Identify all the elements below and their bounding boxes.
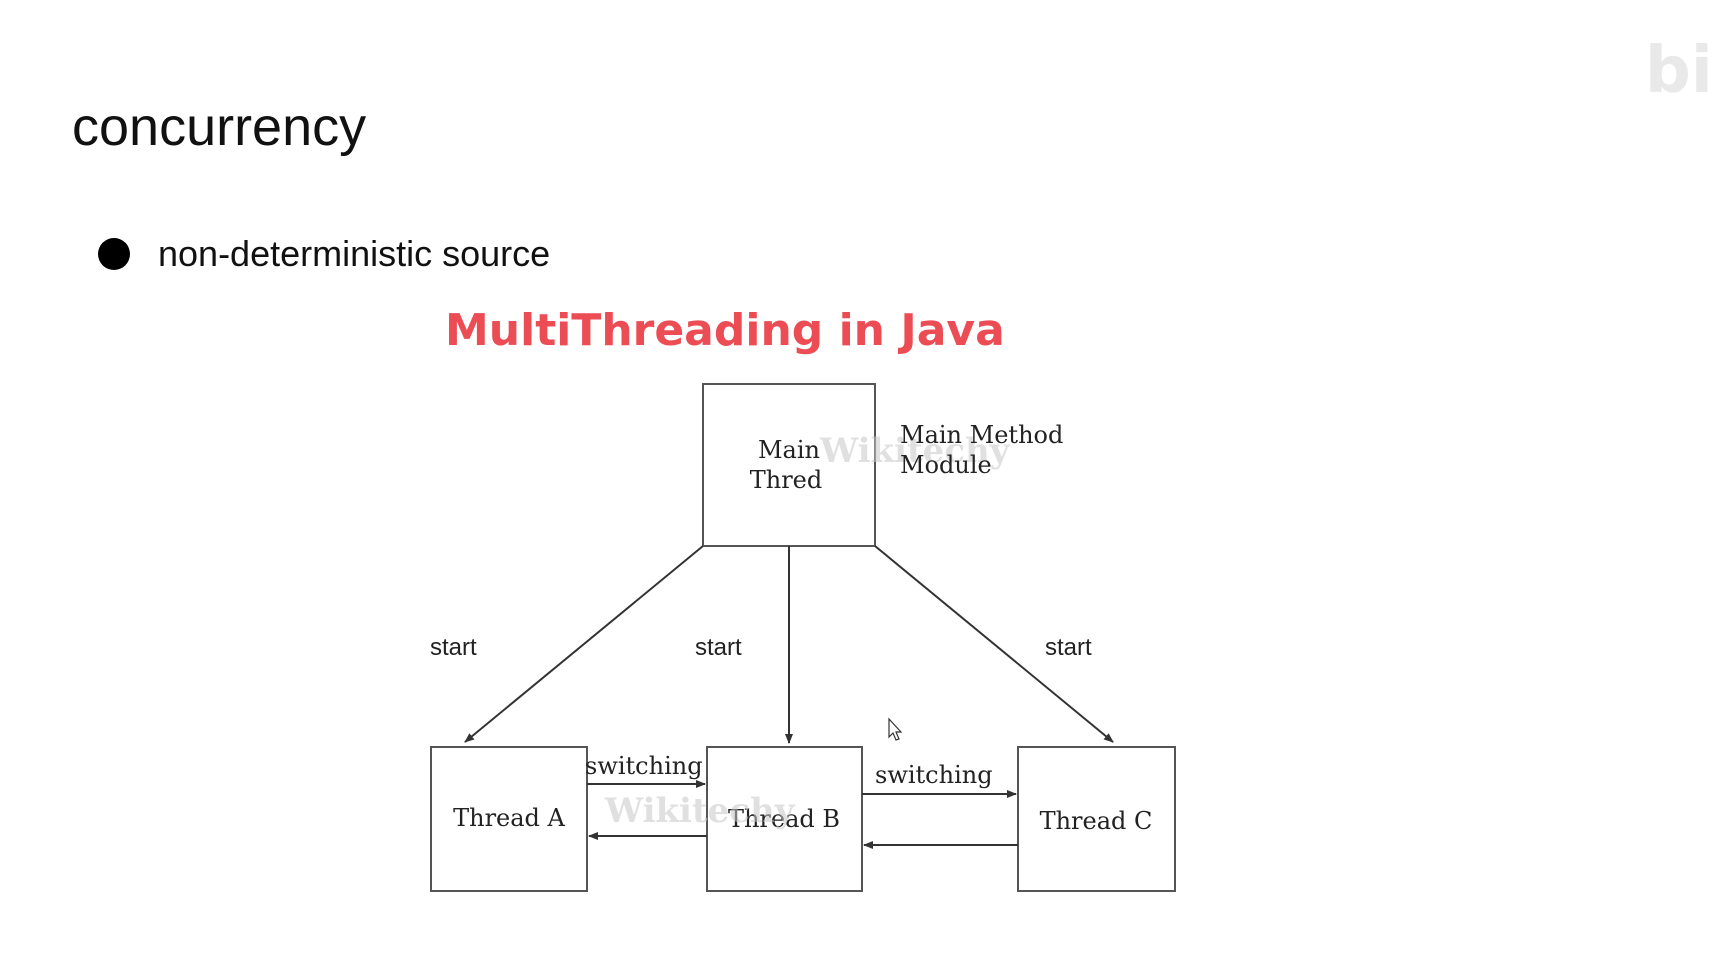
edge-main-to-thread-c — [874, 545, 1114, 743]
main-caption-line2: Module — [900, 451, 992, 479]
mouse-cursor-icon — [888, 717, 903, 741]
diagram-title: MultiThreading in Java — [445, 305, 1005, 356]
slide-title: concurrency — [72, 97, 367, 157]
watermark: Wikitechy — [819, 431, 1011, 471]
thread-c-label: Thread C — [1040, 807, 1153, 835]
bullet-item: non-deterministic source — [98, 236, 550, 272]
thread-b-box — [706, 746, 863, 892]
main-thread-label-line2: Thred — [750, 466, 823, 494]
thread-a-label: Thread A — [453, 804, 565, 832]
watermark: Wikitechy — [604, 791, 796, 831]
thread-a-box — [430, 746, 588, 892]
main-thread-box — [702, 383, 876, 547]
main-caption-line1: Main Method — [900, 421, 1063, 449]
brand-logo: bili — [1645, 34, 1712, 108]
edge-label-start-center: start — [695, 634, 742, 661]
edge-label-start-right: start — [1045, 634, 1092, 661]
bullet-dot-icon — [98, 238, 130, 270]
thread-b-label: Thread B — [728, 805, 840, 833]
bullet-text: non-deterministic source — [158, 233, 551, 274]
edge-label-switching-bc: switching — [875, 761, 993, 789]
edge-main-to-thread-a — [464, 545, 704, 743]
thread-c-box — [1017, 746, 1176, 892]
main-thread-label-line1: Main — [758, 436, 820, 464]
edge-label-switching-ab: switching — [585, 752, 703, 780]
edge-label-start-left: start — [430, 634, 477, 661]
